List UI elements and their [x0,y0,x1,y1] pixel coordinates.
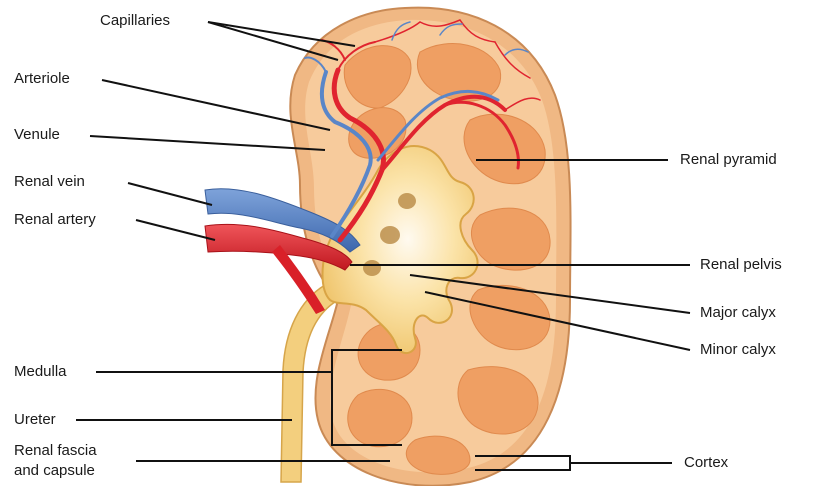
label-venule: Venule [14,126,60,144]
label-ureter: Ureter [14,411,56,429]
label-medulla: Medulla [14,363,67,381]
label-renal-fascia-line2: and capsule [14,462,95,480]
label-cortex: Cortex [684,454,728,472]
label-renal-vein: Renal vein [14,173,85,191]
label-renal-artery: Renal artery [14,211,96,229]
label-arteriole: Arteriole [14,70,70,88]
label-capillaries: Capillaries [100,12,170,30]
label-minor-calyx: Minor calyx [700,341,776,359]
label-renal-pelvis: Renal pelvis [700,256,782,274]
label-major-calyx: Major calyx [700,304,776,322]
label-renal-pyramid: Renal pyramid [680,151,777,169]
label-renal-fascia-line1: Renal fascia [14,442,97,460]
